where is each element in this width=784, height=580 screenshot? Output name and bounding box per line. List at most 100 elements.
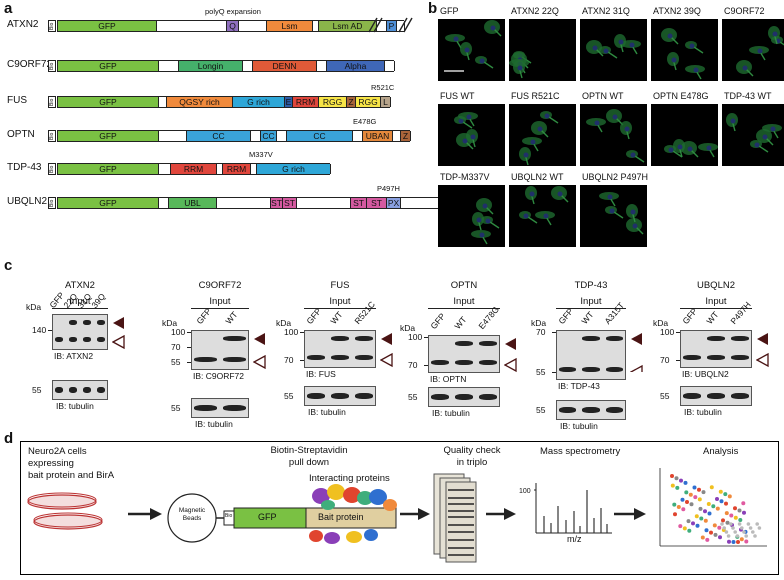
ib-tubulin-label-2: IB: tubulin — [308, 407, 346, 417]
tubulin-blot-1 — [191, 398, 249, 418]
band-endogenous — [69, 337, 77, 342]
marker-tick — [300, 360, 304, 361]
band-endogenous — [731, 355, 749, 360]
scatter-point — [731, 540, 736, 544]
band-tubulin — [194, 405, 217, 411]
band-fusion — [331, 336, 349, 341]
blot-title-5: UBQLN2 — [696, 280, 735, 291]
kda-label-0: kDa — [26, 302, 42, 312]
marker-top-1-2: 55 — [171, 357, 181, 367]
bio-tag: Bio — [48, 20, 56, 32]
mutation-annotation-3: E478G — [353, 117, 377, 126]
marker-tick — [187, 347, 191, 348]
marker-top-3-0: 100 — [408, 332, 423, 342]
domain-0-2: Q — [227, 21, 239, 31]
marker-tick — [676, 332, 680, 333]
domain-1-3 — [243, 61, 253, 71]
microscopy-label-7: OPTN WT — [582, 91, 624, 101]
blot-input-3: Input — [453, 296, 475, 307]
scatter-point — [683, 480, 688, 485]
scatter-point — [699, 516, 704, 521]
scatter-point — [720, 522, 724, 526]
domain-0-4: Lsm — [267, 21, 313, 31]
domain-3-9 — [393, 131, 401, 141]
ib-label-4: IB: TDP-43 — [558, 381, 600, 391]
band-tubulin — [223, 405, 246, 411]
domain-0-9 — [397, 21, 405, 31]
scatter-point — [733, 530, 737, 534]
interacting-proteins-label: Interacting proteins — [309, 473, 390, 484]
scatter-point — [670, 483, 675, 488]
tubulin-blot-0 — [52, 380, 108, 400]
arrow-1-icon — [128, 508, 162, 520]
domain-3-4: CC — [261, 131, 277, 141]
blot-title-0: ATXN2 — [65, 280, 95, 291]
bio-tag-label: Bio — [225, 513, 233, 519]
arrow-2-icon — [400, 508, 430, 520]
band-fusion — [605, 336, 623, 341]
bio-tag: Bio — [48, 130, 56, 142]
marker-tick — [424, 337, 428, 338]
scatter-point — [723, 492, 728, 497]
domain-1-2: Longin — [179, 61, 243, 71]
microscopy-label-5: FUS WT — [440, 91, 475, 101]
workflow-step-cells: Neuro2A cells expressing bait protein an… — [28, 446, 115, 481]
gfp-tag-label: GFP — [258, 512, 277, 522]
band-endogenous — [707, 355, 725, 360]
marker-top-2-0: 100 — [284, 327, 299, 337]
domain-5-0: GFP — [58, 198, 159, 208]
domain-0-8: P — [387, 21, 397, 31]
lane-label-4-0: GFP — [555, 306, 575, 326]
scatter-point — [739, 537, 744, 542]
domain-0-3 — [239, 21, 267, 31]
panel-label-b: b — [428, 0, 438, 17]
scatter-point — [735, 534, 740, 538]
scatter-point — [731, 526, 735, 530]
band-tubulin — [431, 394, 449, 400]
blot-input-0: Input — [69, 296, 91, 307]
scatter-point — [713, 532, 718, 537]
scatter-point — [736, 540, 740, 544]
blot-title-1: C9ORF72 — [198, 280, 242, 291]
scatter-point — [721, 518, 725, 523]
ib-tubulin-label-5: IB: tubulin — [684, 407, 722, 417]
band-endogenous — [307, 355, 325, 360]
scatter-point — [718, 535, 722, 540]
scatter-point — [748, 526, 753, 530]
ib-label-0: IB: ATXN2 — [54, 351, 94, 361]
marker-top-1-1: 70 — [171, 342, 181, 352]
blot-input-5: Input — [705, 296, 727, 307]
lane-label-5-1: WT — [704, 309, 721, 326]
blot-input-underline-3 — [428, 308, 500, 309]
band-tubulin — [707, 393, 725, 399]
domain-5-9: PX — [387, 198, 401, 208]
lane-label-1-0: GFP — [193, 306, 213, 326]
blot-title-2: FUS — [330, 280, 350, 291]
scatter-point — [757, 526, 762, 530]
domain-3-1 — [159, 131, 187, 141]
band-endogenous — [479, 360, 497, 365]
domain-5-5: ST — [283, 198, 297, 208]
lane-label-2-1: WT — [328, 309, 345, 326]
arrowhead-icon — [380, 333, 393, 368]
scatter-point — [675, 485, 680, 490]
marker-tick — [187, 362, 191, 363]
domain-0-5 — [313, 21, 319, 31]
panel-label-c: c — [4, 257, 13, 274]
mutation-annotation-0: polyQ expansion — [205, 7, 261, 16]
construct-name-0: ATXN2 — [7, 19, 39, 30]
scatter-point — [687, 528, 692, 533]
band-tubulin — [559, 407, 577, 413]
domain-2-8: RGG — [356, 97, 381, 107]
blot-input-underline-4 — [556, 308, 626, 309]
microscopy-label-3: ATXN2 39Q — [653, 6, 701, 16]
analysis-scatter-plot — [659, 468, 767, 547]
band-endogenous — [431, 360, 449, 365]
marker-bottom-5: 55 — [660, 391, 670, 401]
marker-top-3-1: 70 — [408, 360, 418, 370]
domain-3-0: GFP — [58, 131, 159, 141]
marker-bottom-4: 55 — [536, 405, 546, 415]
blot-input-4: Input — [580, 296, 602, 307]
ib-tubulin-label-1: IB: tubulin — [195, 419, 233, 429]
